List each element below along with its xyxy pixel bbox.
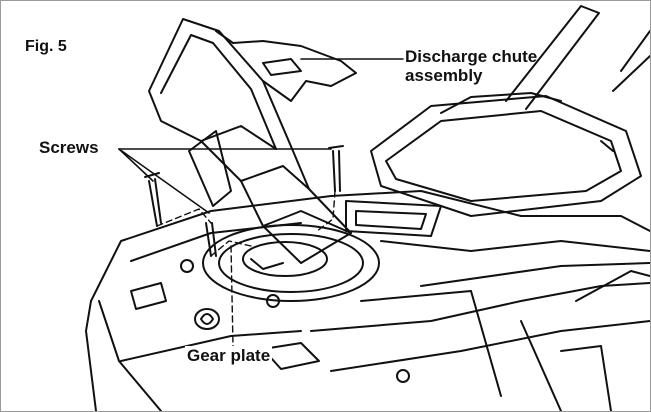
- callout-discharge-chute-line2: assembly: [405, 66, 483, 85]
- screws: [144, 145, 344, 257]
- leader-lines: [118, 58, 404, 358]
- housing-details: [130, 259, 410, 383]
- alignment-dashes: [156, 190, 336, 347]
- main-housing: [85, 190, 650, 411]
- callout-screws: Screws: [39, 138, 99, 157]
- engine-cover: [370, 92, 642, 217]
- figure-number: Fig. 5: [25, 38, 67, 55]
- callout-gear-plate: Gear plate: [185, 346, 273, 365]
- gear-plate-ring: [202, 224, 380, 302]
- discharge-chute: [148, 18, 357, 264]
- callout-discharge-chute-line1: Discharge chute: [405, 47, 538, 66]
- handle-bars: [505, 5, 650, 110]
- callout-discharge-chute-assembly: Discharge chute assembly: [405, 47, 537, 85]
